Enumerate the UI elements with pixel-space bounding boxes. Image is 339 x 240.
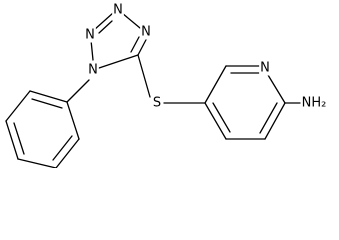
bond-pyc6-pyc5-double (259, 102, 278, 134)
atom-label-background (300, 95, 328, 111)
bond-ph1-ph2-double (31, 98, 63, 109)
bond-ph3-ph4-double (13, 122, 25, 155)
bond-ph4-ph5 (17, 158, 57, 168)
bond-c5-n4-double (130, 36, 140, 53)
atom-label-background (140, 24, 152, 40)
atom-label-background (87, 62, 99, 78)
bond-pyc3-pyc2 (204, 65, 227, 104)
atom-n-tetrazole-n1: N (88, 63, 98, 78)
bond-ph5-ph6 (55, 138, 80, 168)
atom-labels: N N N N S N NH₂ (85, 3, 326, 111)
bond-pyc4-pyc3-double (212, 102, 231, 133)
atom-n-tetrazole-n3: N (113, 3, 123, 18)
bond-n2-n1 (90, 39, 94, 61)
atom-sulfur: S (153, 96, 161, 111)
bond-pyc6-pyc5 (264, 102, 286, 140)
bond-pyn1-pyc6 (267, 74, 286, 104)
atom-label-background (84, 27, 96, 43)
bond-ph2-ph3 (5, 90, 31, 122)
bonds (5, 12, 301, 168)
bond-ph1-ph2 (29, 90, 68, 103)
atom-label-background (112, 2, 124, 18)
bond-n1-c5 (95, 54, 139, 70)
bond-n4-n3 (121, 12, 141, 29)
atom-n-tetrazole-n4: N (141, 25, 151, 40)
atom-label-backgrounds (84, 2, 328, 111)
atom-n-pyridine: N (260, 61, 270, 76)
bond-c5-s (137, 54, 151, 98)
atom-amine: NH₂ (302, 96, 327, 111)
atom-label-background (259, 60, 271, 76)
bond-ph3-ph4 (5, 120, 19, 160)
bond-pyc4-pyc3 (204, 102, 227, 140)
atom-n-tetrazole-n2: N (85, 28, 95, 43)
bond-n3-n2 (93, 12, 114, 31)
bond-ph5-ph6-double (52, 135, 73, 161)
bond-ph6-ph1 (66, 101, 80, 140)
bond-n1-phenyl (66, 79, 90, 103)
bond-n3-n2-double (98, 20, 113, 34)
molecule-structure-diagram: N N N N S N NH₂ (5, 2, 328, 168)
atom-label-background (151, 95, 163, 111)
